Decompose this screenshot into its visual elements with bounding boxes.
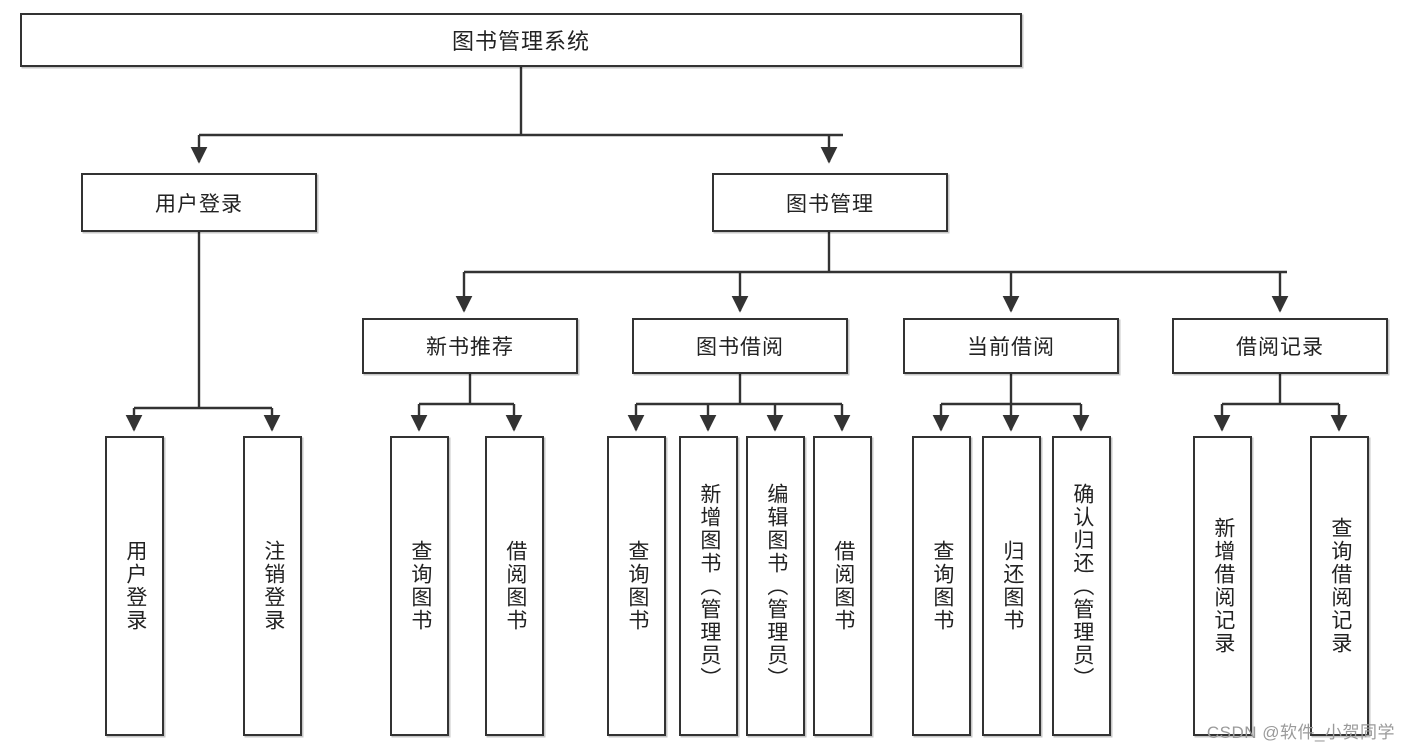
node-book-borrow[interactable]: 图书借阅 xyxy=(632,318,848,374)
leaf-current-borrow-query[interactable]: 查询图书 xyxy=(912,436,971,736)
leaf-label: 查询借阅记录 xyxy=(1328,517,1352,655)
leaf-label: 注销登录 xyxy=(261,540,285,632)
node-current-borrow[interactable]: 当前借阅 xyxy=(903,318,1119,374)
node-user-login[interactable]: 用户登录 xyxy=(81,173,317,232)
leaf-borrow-record-query[interactable]: 查询借阅记录 xyxy=(1310,436,1369,736)
leaf-label: 确认归还（管理员） xyxy=(1070,482,1094,690)
leaf-book-borrow-edit[interactable]: 编辑图书（管理员） xyxy=(746,436,805,736)
leaf-label: 归还图书 xyxy=(1000,540,1024,632)
leaf-label: 编辑图书（管理员） xyxy=(764,482,788,690)
leaf-user-login-logout[interactable]: 注销登录 xyxy=(243,436,302,736)
leaf-book-borrow-borrow[interactable]: 借阅图书 xyxy=(813,436,872,736)
node-book-management[interactable]: 图书管理 xyxy=(712,173,948,232)
leaf-borrow-record-add[interactable]: 新增借阅记录 xyxy=(1193,436,1252,736)
leaf-book-borrow-query[interactable]: 查询图书 xyxy=(607,436,666,736)
leaf-current-borrow-return[interactable]: 归还图书 xyxy=(982,436,1041,736)
node-root-system[interactable]: 图书管理系统 xyxy=(20,13,1022,67)
leaf-label: 新增图书（管理员） xyxy=(697,482,721,690)
csdn-watermark: CSDN @软件_小贺同学 xyxy=(1206,723,1395,742)
leaf-user-login-login[interactable]: 用户登录 xyxy=(105,436,164,736)
leaf-label: 新增借阅记录 xyxy=(1211,517,1235,655)
leaf-label: 查询图书 xyxy=(930,540,954,632)
node-borrow-record[interactable]: 借阅记录 xyxy=(1172,318,1388,374)
leaf-label: 查询图书 xyxy=(625,540,649,632)
leaf-label: 用户登录 xyxy=(123,540,147,632)
leaf-new-book-borrow[interactable]: 借阅图书 xyxy=(485,436,544,736)
leaf-book-borrow-add[interactable]: 新增图书（管理员） xyxy=(679,436,738,736)
leaf-label: 借阅图书 xyxy=(503,540,527,632)
leaf-label: 查询图书 xyxy=(408,540,432,632)
leaf-new-book-query[interactable]: 查询图书 xyxy=(390,436,449,736)
leaf-current-borrow-confirm[interactable]: 确认归还（管理员） xyxy=(1052,436,1111,736)
leaf-label: 借阅图书 xyxy=(831,540,855,632)
node-new-book-recommend[interactable]: 新书推荐 xyxy=(362,318,578,374)
